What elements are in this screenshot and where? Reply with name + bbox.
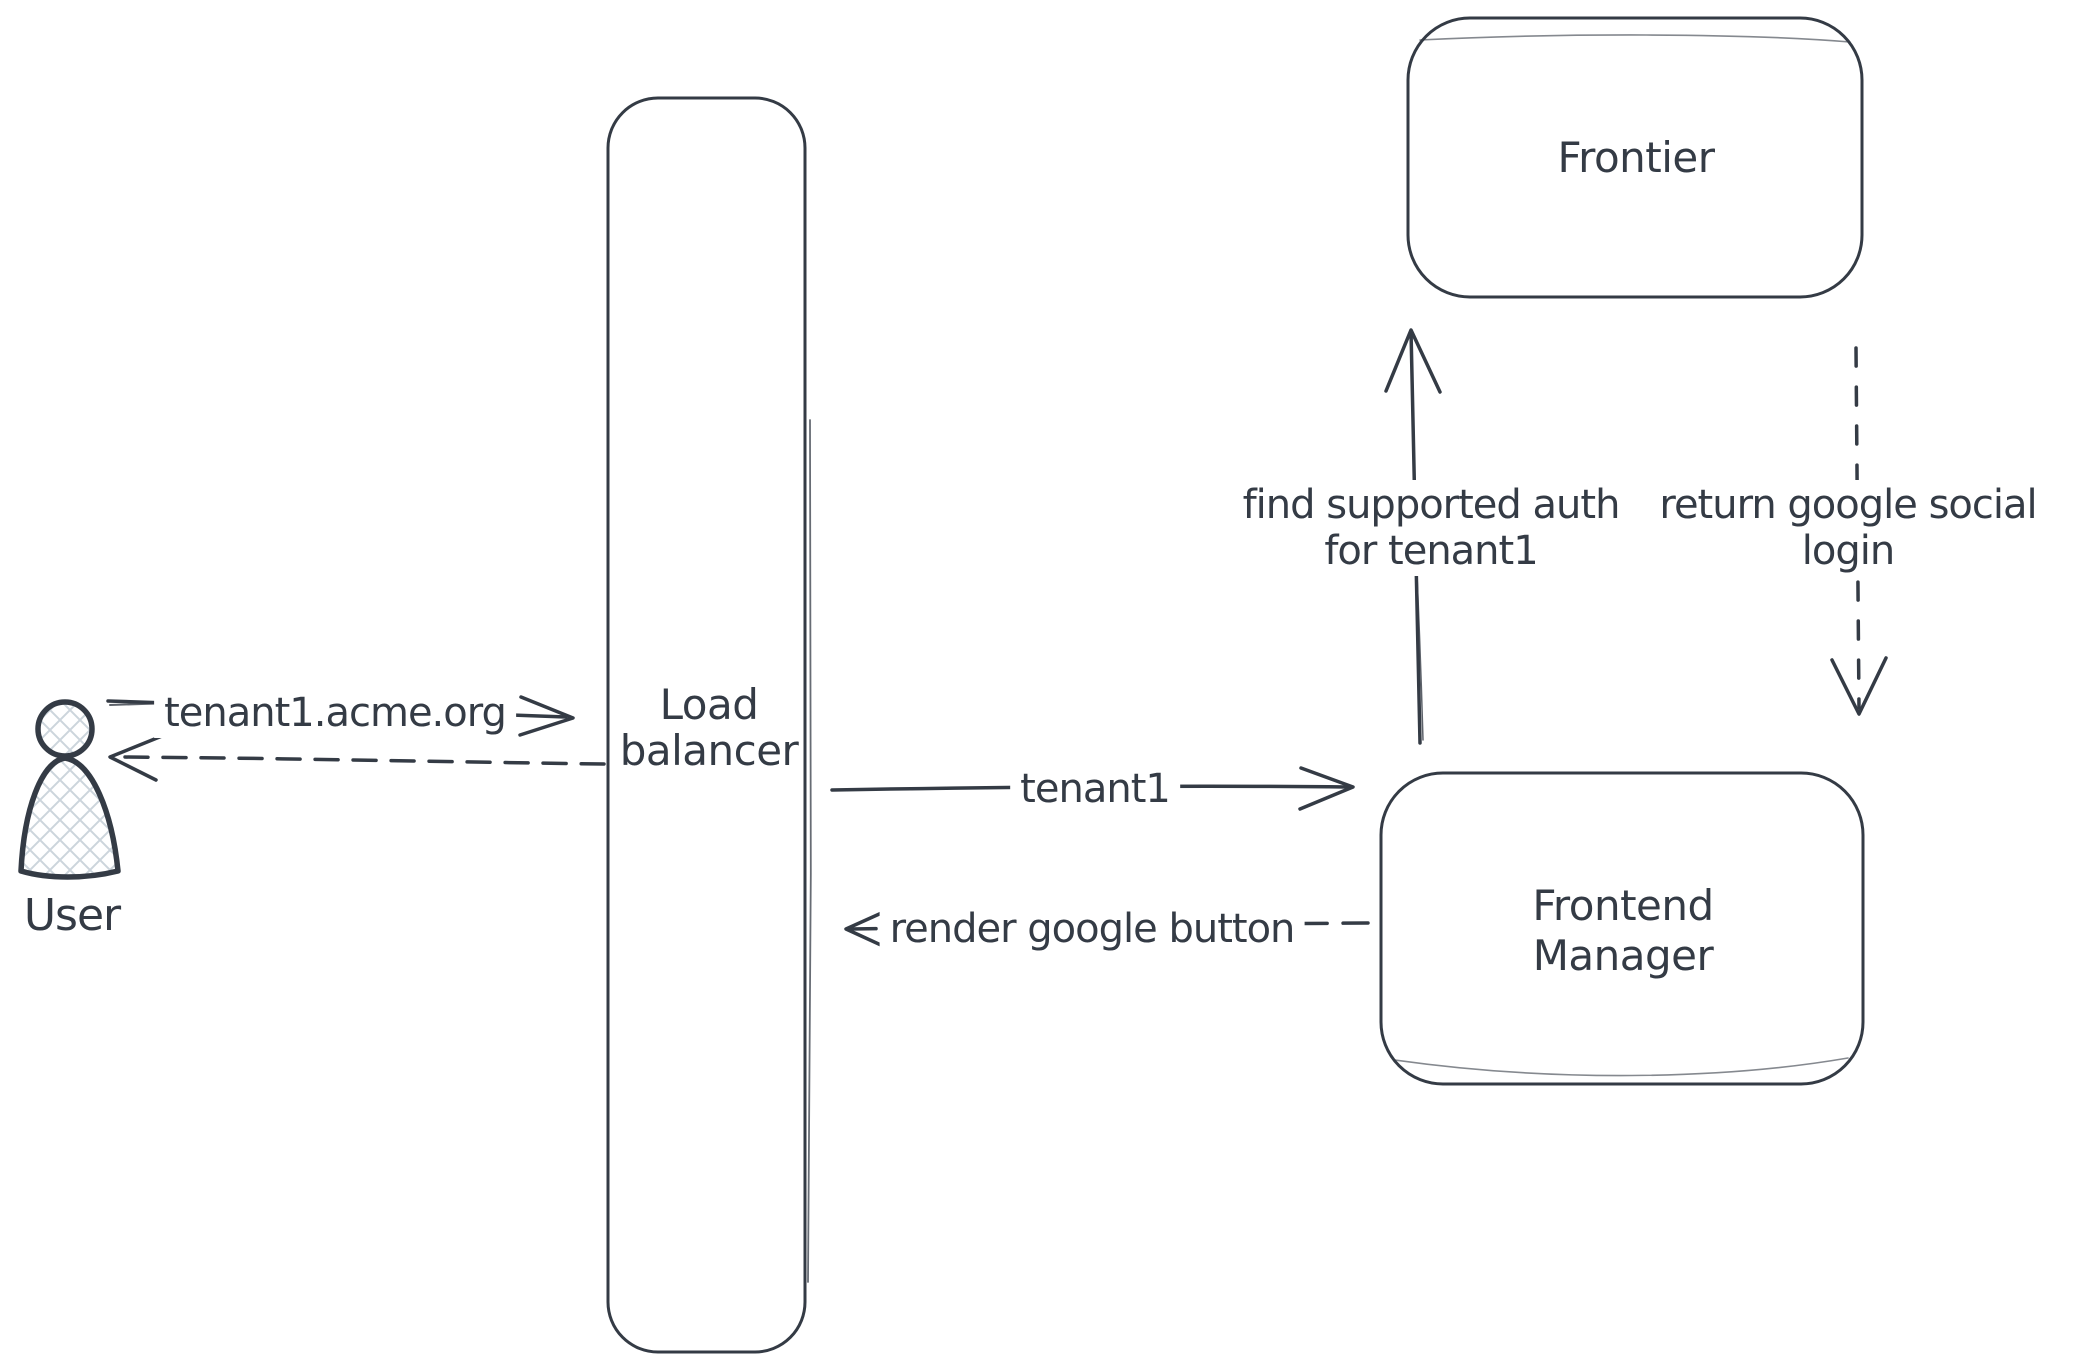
edge-user-to-lb-arrowhead-icon: [518, 695, 575, 737]
edge-label-return-google-social-line2: login: [1801, 528, 1895, 574]
frontier-label-text: Frontier: [1557, 133, 1715, 182]
edge-label-render-google-button-text: render google button: [889, 906, 1296, 952]
user-body-icon: [18, 755, 121, 880]
edge-label-find-supported-auth-line2: for tenant1: [1324, 528, 1538, 574]
user-label: User: [23, 890, 121, 941]
user-icon: [18, 699, 121, 880]
load-balancer-label-line2: balancer: [619, 726, 799, 775]
edge-label-tenant1-acme-org-text: tenant1.acme.org: [164, 690, 507, 736]
frontend-manager-box-overdraw: [1394, 1057, 1849, 1077]
edge-fm-to-frontier-arrowhead-icon: [1384, 328, 1442, 394]
load-balancer-box: [606, 96, 807, 1354]
edge-label-tenant1-text: tenant1: [1020, 766, 1171, 812]
frontier-label: Frontier: [1557, 133, 1715, 182]
user-head-icon: [35, 699, 95, 759]
edge-label-render-google-button: render google button: [879, 904, 1305, 954]
edge-label-find-supported-auth: find supported auth for tenant1: [1232, 480, 1630, 576]
edge-frontier-to-fm-shaft: [1854, 346, 1861, 710]
frontier-box-overdraw: [1419, 34, 1851, 43]
edge-lb-to-fm-arrowhead-icon: [1298, 766, 1355, 811]
frontend-manager-label-line2: Manager: [1532, 931, 1714, 980]
edge-label-tenant1: tenant1: [1010, 764, 1180, 814]
edge-label-return-google-social-login: return google social login: [1649, 480, 2047, 576]
load-balancer-box-overdraw: [807, 419, 812, 1283]
edge-label-tenant1-acme-org: tenant1.acme.org: [154, 688, 516, 738]
frontend-manager-label: Frontend Manager: [1532, 881, 1714, 981]
frontier-box: [1406, 16, 1864, 299]
load-balancer-label-line1: Load: [659, 680, 759, 729]
edge-frontier-to-fm-arrowhead-icon: [1830, 656, 1888, 716]
load-balancer-label: Load balancer: [620, 682, 799, 774]
frontend-manager-box: [1379, 771, 1865, 1086]
edge-lb-to-user-shaft: [116, 755, 606, 766]
edge-fm-to-frontier-overdraw: [1416, 574, 1424, 741]
frontend-manager-label-line1: Frontend: [1532, 881, 1714, 930]
edge-label-return-google-social-line1: return google social: [1659, 482, 2037, 528]
edge-label-find-supported-auth-line1: find supported auth: [1242, 482, 1621, 528]
edge-load-balancer-to-user: [108, 734, 606, 782]
edge-frontier-to-frontend-manager: [1830, 346, 1888, 716]
user-label-text: User: [23, 890, 121, 941]
edge-lb-to-user-arrowhead-icon: [108, 734, 164, 782]
